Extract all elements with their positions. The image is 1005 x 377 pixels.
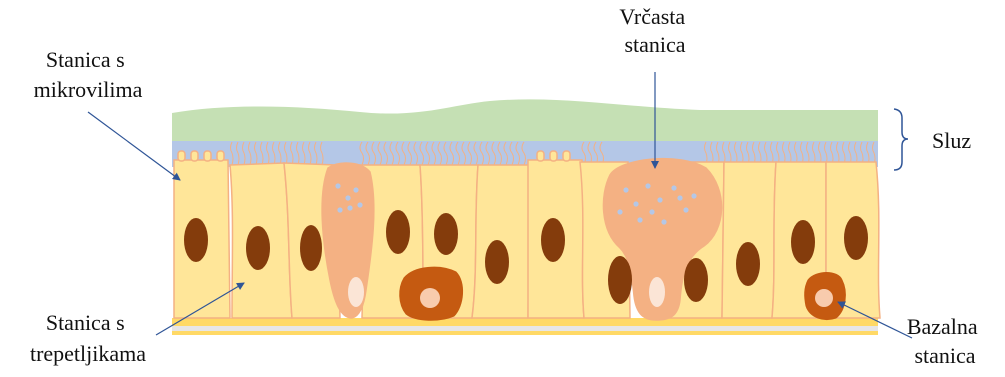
label-basal-cell: Bazalna stanica <box>907 314 983 368</box>
mucin-granule <box>677 195 682 200</box>
mucus-bracket <box>894 109 908 170</box>
basement-membrane-bottom <box>172 331 878 335</box>
mucin-granule <box>691 193 696 198</box>
basement-membrane-top <box>172 318 878 326</box>
mucin-granule <box>649 209 654 214</box>
mucus-layer <box>172 99 878 143</box>
mucin-granule <box>623 187 628 192</box>
mucin-granule <box>353 187 358 192</box>
label-mucus: Sluz <box>932 128 971 153</box>
mucin-granule <box>661 219 666 224</box>
mucin-granule <box>645 183 650 188</box>
basement-membrane-mid <box>172 326 878 331</box>
mucin-granule <box>345 195 350 200</box>
label-ciliated-cell: Stanica s trepetljikama <box>30 310 146 366</box>
goblet-nucleus <box>348 277 364 307</box>
label-goblet-cell: Vrčasta stanica <box>619 4 690 57</box>
ciliated-cell <box>722 162 776 318</box>
mucin-granule <box>337 207 342 212</box>
mucin-granule <box>633 201 638 206</box>
mucin-granule <box>657 197 662 202</box>
mucin-granule <box>637 217 642 222</box>
mucin-granule <box>617 209 622 214</box>
columnar-cells <box>174 160 880 318</box>
label-microvilli-cell: Stanica s mikrovilima <box>34 47 143 102</box>
mucin-granule <box>357 202 362 207</box>
basal-cell-nucleus <box>815 289 833 307</box>
mucin-granule <box>335 183 340 188</box>
arrow-microvilli-cell <box>88 112 180 180</box>
goblet-nucleus <box>649 277 665 307</box>
basal-cell-nucleus <box>420 288 440 308</box>
mucin-granule <box>347 205 352 210</box>
mucin-granule <box>671 185 676 190</box>
mucin-granule <box>683 207 688 212</box>
